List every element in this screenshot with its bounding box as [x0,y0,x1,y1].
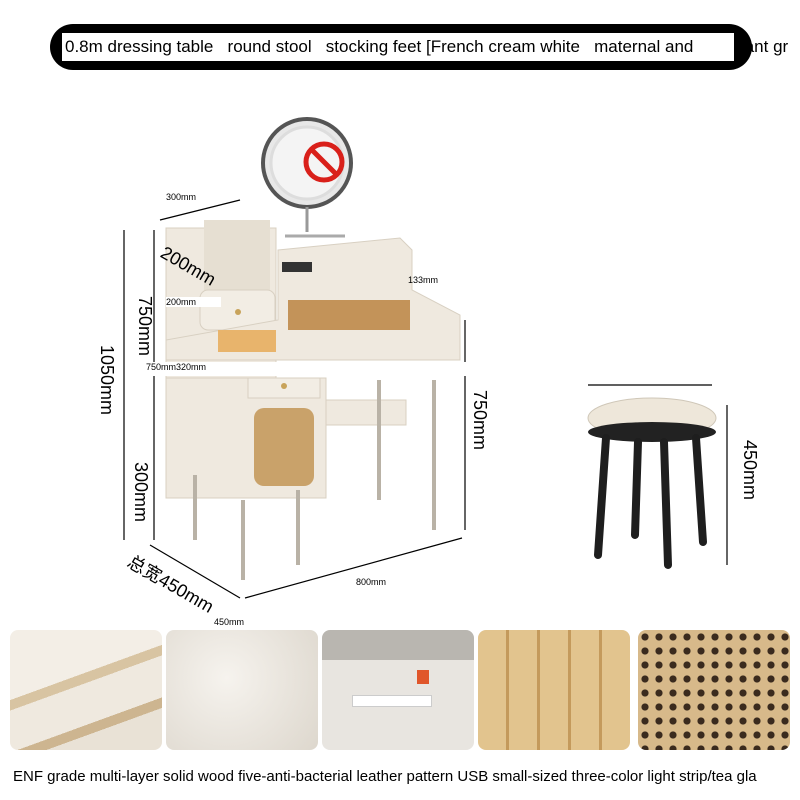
features-caption: ENF grade multi-layer solid wood five-an… [13,768,757,785]
length-label: 800mm [356,577,387,587]
compartment-height-label: 133mm [408,275,439,285]
top-depth-label: 300mm [166,192,197,202]
thumb-usb [322,630,474,750]
power-strip [352,695,432,707]
upper-height-label: 750mm [135,296,155,357]
width-small-label: 450mm [214,617,245,627]
shelf-depth-small: 200mm [166,297,221,307]
mirror [261,117,353,238]
mid-label: 750mm320mm [146,362,466,376]
usb-plug [417,670,429,684]
thumb-solid-wood [10,630,162,750]
bottom-height-label: 300mm [131,462,151,523]
table-height-label: 750mm [470,390,490,451]
thumb-leather [166,630,318,750]
total-height-label: 1050mm [97,345,117,416]
stool-height-label: 450mm [740,440,760,501]
thumb-light-strip [478,630,630,750]
round-stool [587,397,717,569]
product-title-overflow: fant gr [740,37,789,56]
product-title: 0.8m dressing table round stool stocking… [62,33,734,61]
dimension-lines [123,199,728,599]
thumb-rattan [638,630,790,750]
prohibited-icon [303,141,345,183]
